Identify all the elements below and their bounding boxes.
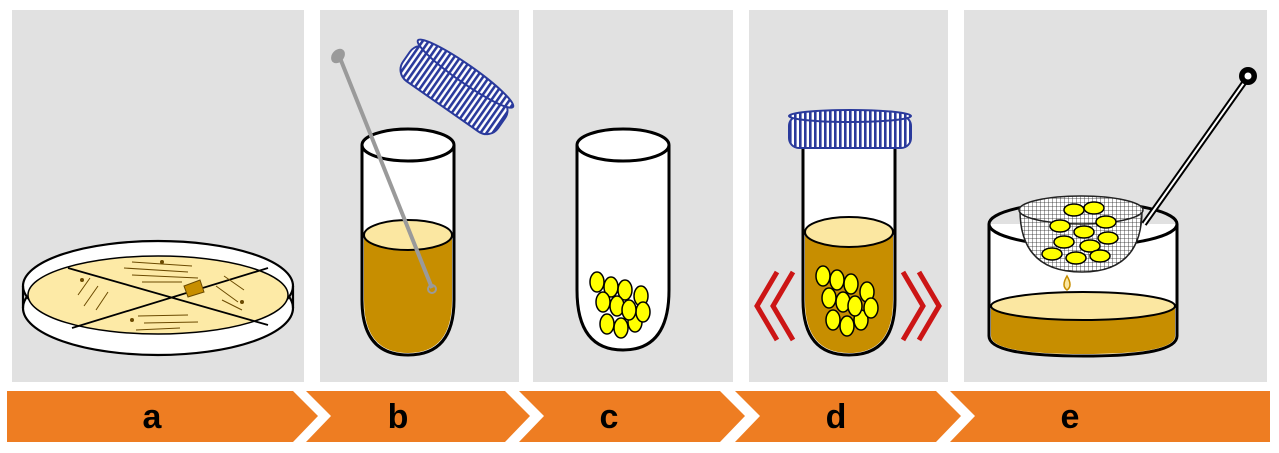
panel-b [320, 10, 519, 382]
step-label-d: d [826, 398, 847, 436]
drip-icon [1063, 274, 1071, 291]
panel-c [533, 10, 733, 382]
panel-d [749, 10, 948, 382]
step-chevron-b [306, 391, 530, 442]
step-label-c: c [600, 398, 619, 436]
panel-a [12, 10, 304, 382]
beads-icon [589, 271, 651, 339]
step-label-e: e [1061, 398, 1080, 436]
step-chevron-a [7, 391, 318, 442]
beads-icon [815, 265, 879, 337]
step-chevron-c [519, 391, 745, 442]
step-label-b: b [388, 398, 409, 436]
step-bar: a b c d e [7, 391, 1270, 442]
test-tube-icon [360, 127, 456, 357]
shake-arrows-icon [754, 270, 942, 342]
test-tube-icon [575, 127, 671, 352]
petri-dish-icon [21, 239, 295, 357]
beads-icon [1041, 201, 1119, 265]
step-chevron-e [950, 391, 1270, 442]
step-chevron-d [735, 391, 961, 442]
panel-e [964, 10, 1267, 382]
step-label-a: a [143, 398, 163, 436]
inoculation-loop-icon [331, 48, 437, 294]
tube-cap-icon [788, 109, 912, 149]
tube-cap-icon [399, 38, 515, 136]
